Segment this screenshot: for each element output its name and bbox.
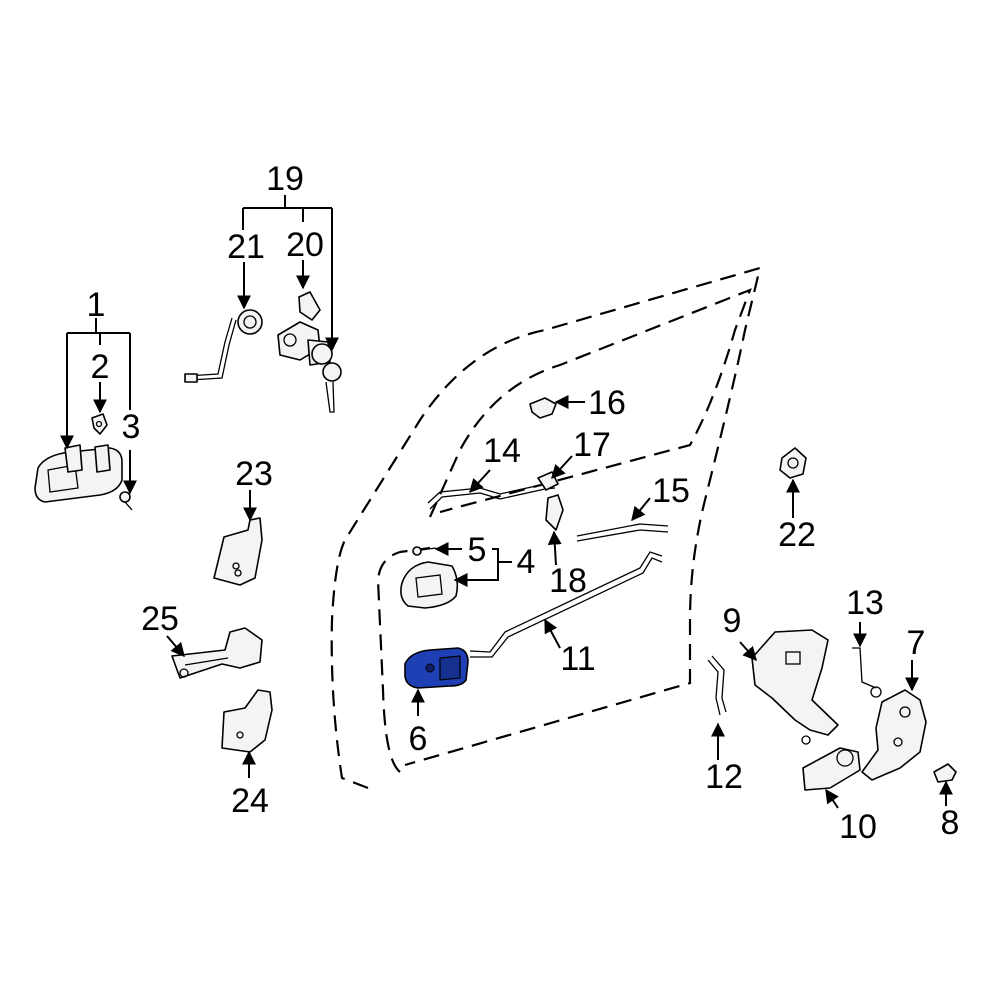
part-23-upper-hinge[interactable]: [213, 517, 263, 586]
callout-18: 18: [549, 562, 587, 600]
callout-16: 16: [588, 384, 626, 422]
part-22-striker[interactable]: [779, 447, 807, 479]
callout-19: 19: [266, 160, 304, 198]
part-9-lock-assembly[interactable]: [751, 629, 839, 745]
part-8-bolt[interactable]: [933, 763, 957, 783]
callout-7: 7: [907, 624, 926, 662]
callout-2: 2: [91, 348, 110, 386]
part-6-inside-handle[interactable]: [404, 647, 469, 689]
callout-13: 13: [846, 584, 884, 622]
leader-lines: [60, 195, 953, 809]
callout-11: 11: [560, 640, 595, 678]
callout-9: 9: [723, 602, 742, 640]
part-10-actuator[interactable]: [802, 747, 861, 791]
callout-22: 22: [778, 516, 816, 554]
callout-12: 12: [705, 758, 743, 796]
part-3-screw[interactable]: [119, 491, 133, 511]
callout-8: 8: [941, 804, 960, 842]
callout-3: 3: [122, 408, 141, 446]
callout-labels: 1 2 3 19 21 20 23 25 24 5 4 6 11 14 16 1…: [87, 160, 960, 846]
part-12-link[interactable]: [707, 655, 727, 716]
part-15-rod[interactable]: [576, 523, 669, 542]
callout-10: 10: [839, 808, 877, 846]
callout-5: 5: [468, 531, 487, 569]
part-20-lock-cover[interactable]: [298, 291, 321, 321]
part-21-lock-rod[interactable]: [184, 309, 263, 383]
part-24-lower-hinge[interactable]: [221, 689, 273, 753]
part-1-outside-handle[interactable]: [34, 444, 123, 503]
part-11-rod[interactable]: [469, 551, 663, 658]
part-25-door-check[interactable]: [171, 627, 263, 679]
part-16-clip[interactable]: [529, 397, 557, 419]
part-18-clip[interactable]: [545, 494, 564, 531]
callout-25: 25: [141, 600, 179, 638]
callout-1: 1: [87, 286, 106, 324]
callout-6: 6: [409, 720, 428, 758]
callout-4: 4: [517, 543, 536, 581]
callout-21: 21: [227, 228, 265, 266]
part-14-rod[interactable]: [427, 481, 556, 510]
callout-23: 23: [235, 455, 273, 493]
part-7-latch[interactable]: [861, 689, 927, 781]
callout-15: 15: [652, 472, 690, 510]
part-5-screw[interactable]: [412, 546, 437, 556]
callout-17: 17: [573, 426, 611, 464]
part-4-inside-handle-bezel[interactable]: [400, 561, 459, 609]
callout-14: 14: [483, 432, 521, 470]
callout-20: 20: [286, 226, 324, 264]
callout-24: 24: [231, 782, 269, 820]
part-2-clip[interactable]: [91, 413, 108, 435]
door-outline: [330, 266, 762, 790]
part-13-rod[interactable]: [852, 647, 882, 698]
